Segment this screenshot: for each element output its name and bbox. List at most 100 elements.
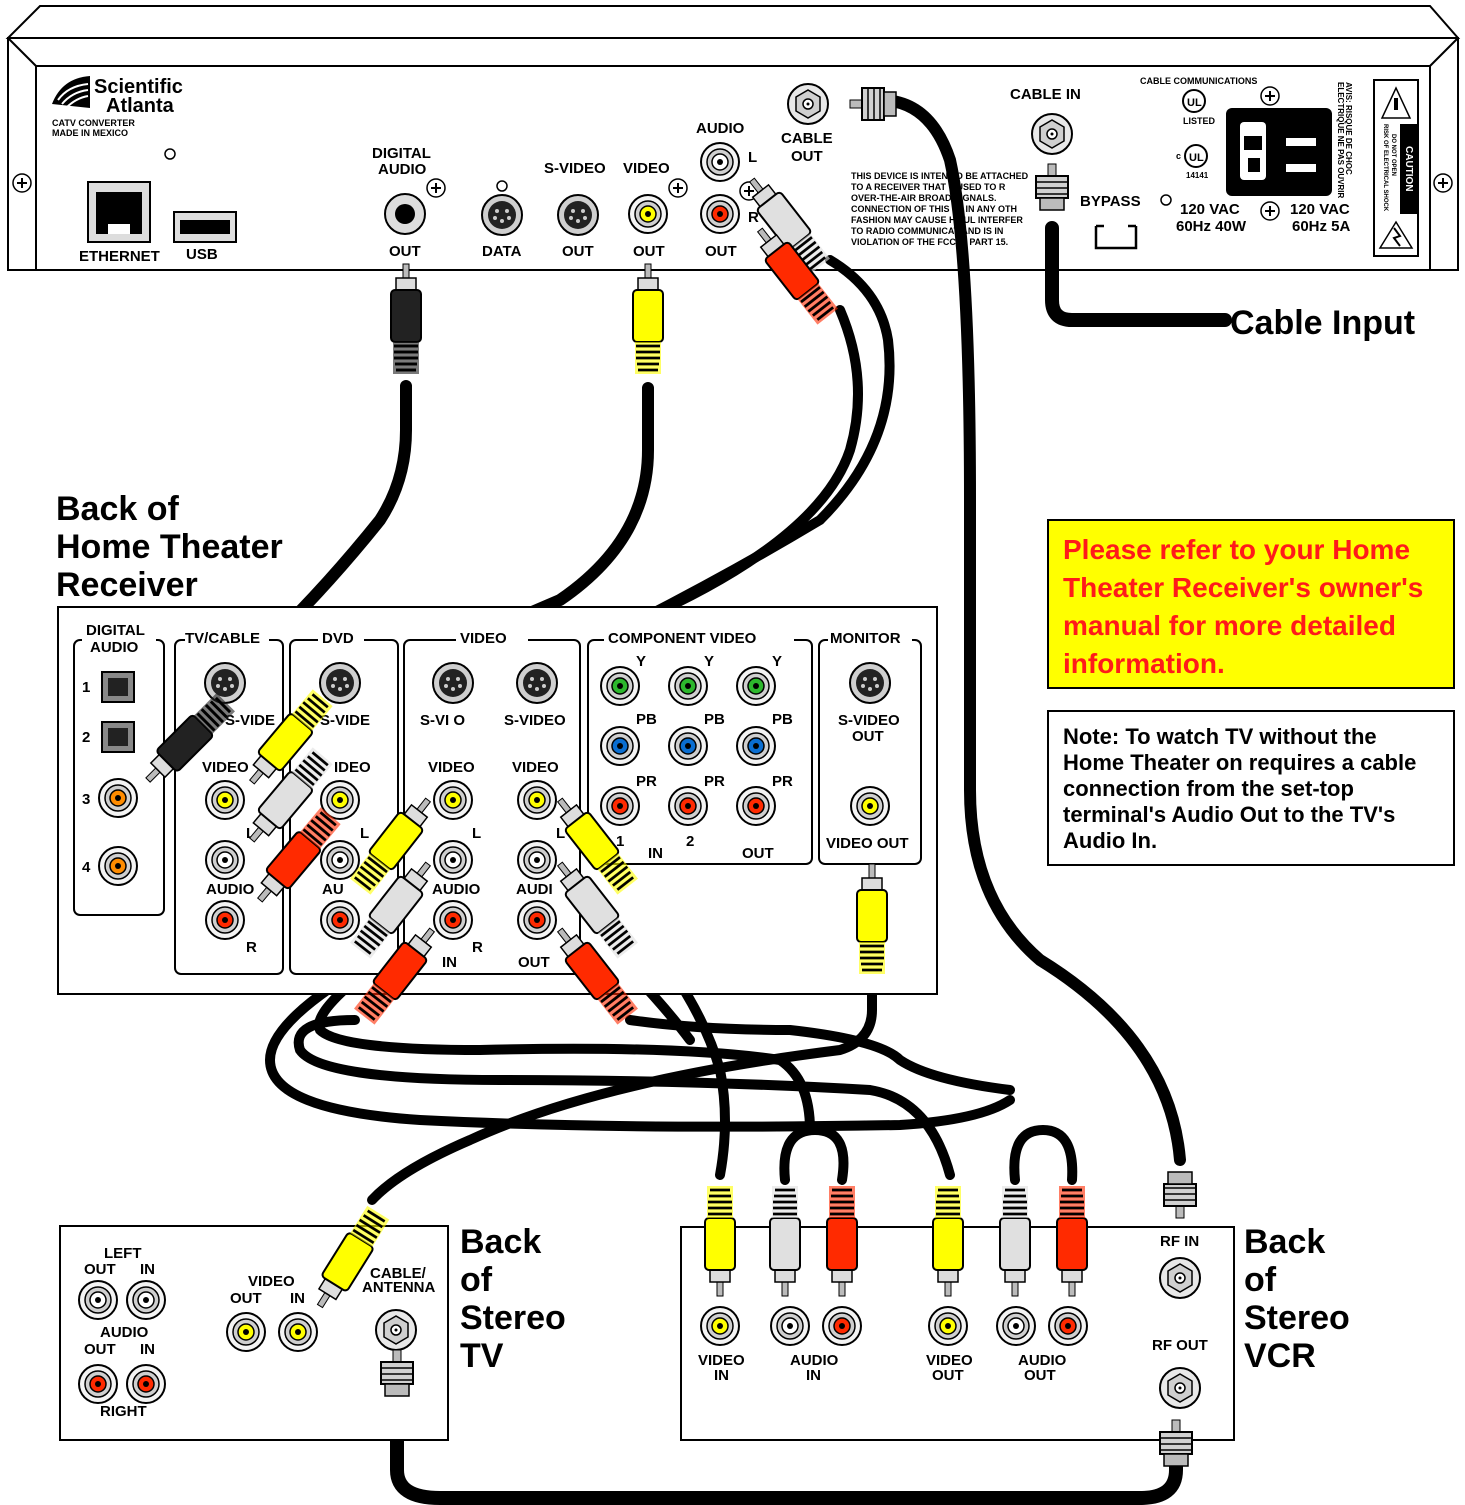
svg-text:VIDEO: VIDEO [202,759,249,776]
svg-text:DVD: DVD [322,630,354,647]
svg-text:OUT: OUT [932,1367,964,1384]
svg-text:OUT: OUT [84,1261,116,1278]
svg-text:OUT: OUT [230,1290,262,1307]
brand-line2: Atlanta [106,95,175,117]
svg-text:CAUTION: CAUTION [1403,146,1414,192]
svg-text:RISK OF ELECTRICAL SHOCK: RISK OF ELECTRICAL SHOCK [1382,124,1388,212]
svg-text:1: 1 [82,679,90,696]
svg-text:TO A RECEIVER THAT T USED: TO A RECEIVER THAT T USED TO R [851,182,1006,192]
stb-audio-out: AUDIO L R OUT [696,120,759,260]
svg-text:OUT: OUT [705,243,737,260]
vcr-title: Back of Stereo VCR [1244,1223,1350,1375]
receiver-title: Back of Home Theater Receiver [56,490,283,604]
usb-port: USB [173,211,237,263]
svg-text:2: 2 [82,729,90,746]
stb-data-port: DATA [481,180,523,260]
svg-text:AUDIO: AUDIO [378,161,427,178]
svg-text:Back: Back [460,1223,541,1261]
svg-text:120 VAC: 120 VAC [1180,201,1240,218]
svg-text:ANTENNA: ANTENNA [362,1279,435,1296]
svg-text:DIGITAL: DIGITAL [372,145,431,162]
svg-text:RF IN: RF IN [1160,1233,1199,1250]
svg-text:AUDIO: AUDIO [90,639,139,656]
svg-text:THIS DEVICE IS INTEN TO BE: THIS DEVICE IS INTEN TO BE ATTACHED [851,171,1029,181]
svg-text:AUDIO: AUDIO [100,1324,149,1341]
svg-text:R: R [246,939,257,956]
svg-text:Stereo: Stereo [1244,1299,1350,1337]
svg-text:LEFT: LEFT [104,1245,142,1262]
svg-text:IN: IN [290,1290,305,1307]
svg-text:OVER-THE-AIR BROAD SIGNA: OVER-THE-AIR BROAD SIGNALS. [851,193,997,203]
svg-text:BYPASS: BYPASS [1080,193,1141,210]
tv-panel: LEFT OUT IN AUDIO OUT IN RIGHT VIDEO OUT… [59,1225,449,1441]
stb-svideo-out: S-VIDEO OUT [544,160,606,260]
svg-text:FASHION MAY CAUSE H FUL INT: FASHION MAY CAUSE H FUL INTERFER [851,215,1023,225]
stb-digital-audio: DIGITAL AUDIO OUT [372,145,446,260]
svg-text:IN: IN [140,1341,155,1358]
svg-text:Stereo: Stereo [460,1299,566,1337]
svg-text:Back of: Back of [56,490,179,528]
svg-text:VIDEO OUT: VIDEO OUT [826,835,909,852]
svg-text:AU: AU [322,881,344,898]
svg-text:S-VIDEO: S-VIDEO [504,712,566,729]
svg-text:VIDEO: VIDEO [698,1352,745,1369]
svg-text:L: L [748,149,757,166]
svg-text:VIDEO: VIDEO [623,160,670,177]
stb-video-out: VIDEO OUT [623,160,688,260]
svg-text:14141: 14141 [1186,171,1209,180]
usb-label: USB [186,246,218,263]
svg-text:AUDIO: AUDIO [696,120,745,137]
svg-text:OUT: OUT [742,845,774,862]
svg-text:c: c [1176,151,1181,161]
svg-text:IDEO: IDEO [334,759,371,776]
ethernet-port: ETHERNET [79,181,160,265]
svg-text:3: 3 [82,791,90,808]
scientific-atlanta-logo: Scientific Atlanta CATV CONVERTER MADE I… [52,76,183,160]
svg-text:CABLE COMMUNICATIONS: CABLE COMMUNICATIONS [1140,76,1257,86]
svg-text:TO RADIO COMMUNICAT AND I: TO RADIO COMMUNICAT AND IS IN [851,226,1003,236]
svg-text:CABLE IN: CABLE IN [1010,86,1081,103]
receiver-panel: DIGITAL AUDIO 1 2 3 4 TV/CABLE S-VIDE VI… [57,606,938,995]
svg-text:PB: PB [704,711,725,728]
svg-text:IN: IN [714,1367,729,1384]
svg-text:LISTED: LISTED [1183,116,1216,126]
svg-text:AUDIO: AUDIO [1018,1352,1067,1369]
svg-text:1: 1 [616,833,624,850]
svg-text:VCR: VCR [1244,1337,1316,1375]
svg-text:PR: PR [772,773,793,790]
svg-text:DO NOT OPEN: DO NOT OPEN [1390,134,1396,176]
svg-text:Y: Y [772,653,782,670]
svg-text:PR: PR [636,773,657,790]
svg-text:S-VIDE: S-VIDE [225,712,275,729]
svg-text:CABLE: CABLE [781,130,833,147]
svg-text:OUT: OUT [1024,1367,1056,1384]
svg-text:2: 2 [686,833,694,850]
owner-manual-note-text: Please refer to your Home Theater Receiv… [1063,534,1424,679]
svg-text:RIGHT: RIGHT [100,1403,147,1420]
ethernet-label: ETHERNET [79,248,160,265]
svg-text:CONNECTION OF THIS I E IN: CONNECTION OF THIS I E IN ANY OTH [851,204,1017,214]
svg-text:Home Theater: Home Theater [56,528,283,566]
svg-text:Y: Y [636,653,646,670]
svg-text:VIOLATION OF THE FCC S,: VIOLATION OF THE FCC S, PART 15. [851,237,1008,247]
svg-text:OUT: OUT [852,728,884,745]
svg-text:Y: Y [704,653,714,670]
svg-text:60Hz 5A: 60Hz 5A [1292,218,1351,235]
svg-text:L: L [246,825,255,842]
svg-text:L: L [556,825,565,842]
svg-text:120 VAC: 120 VAC [1290,201,1350,218]
svg-text:MONITOR: MONITOR [830,630,901,647]
svg-text:OUT: OUT [518,954,550,971]
svg-text:PB: PB [636,711,657,728]
svg-text:OUT: OUT [84,1341,116,1358]
svg-text:AUDIO: AUDIO [432,881,481,898]
svg-text:S-VIDEO: S-VIDEO [544,160,606,177]
tv-title: Back of Stereo TV [460,1223,566,1375]
model-line1: CATV CONVERTER [52,118,135,128]
svg-text:PB: PB [772,711,793,728]
svg-text:AUDIO: AUDIO [790,1352,839,1369]
tv-without-theater-note: Note: To watch TV without the Home Theat… [1047,710,1455,866]
svg-text:IN: IN [442,954,457,971]
svg-text:S-VI O: S-VI O [420,712,465,729]
svg-text:VIDEO: VIDEO [512,759,559,776]
